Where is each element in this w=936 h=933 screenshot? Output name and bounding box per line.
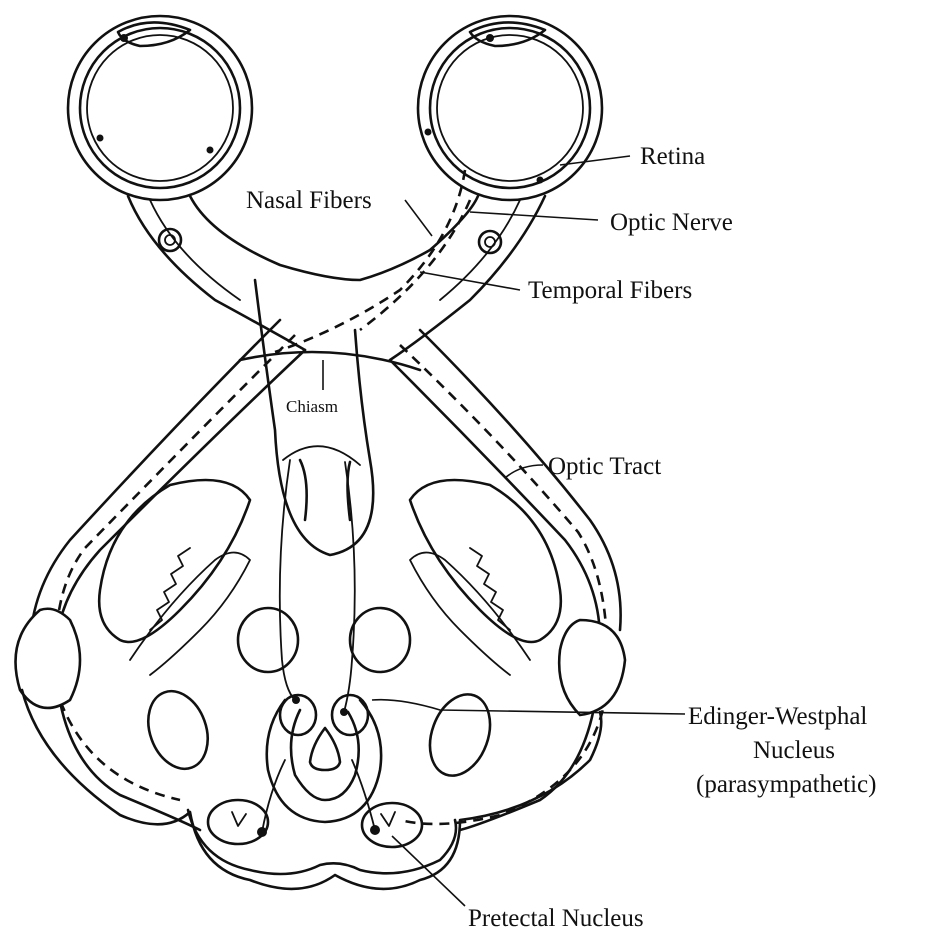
brainstem xyxy=(16,280,626,889)
temporal-fibers-label: Temporal Fibers xyxy=(528,277,692,304)
nasal-fibers-label: Nasal Fibers xyxy=(246,187,372,214)
left-eye xyxy=(68,16,252,200)
leader-lines xyxy=(323,156,685,906)
chiasm-label: Chiasm xyxy=(286,397,338,416)
temporal-fibers-leader xyxy=(420,272,520,290)
internal-structures xyxy=(99,480,561,784)
optic-tracts xyxy=(30,320,621,824)
edinger-westphal-label-line1: Edinger-Westphal xyxy=(688,703,867,730)
right-eye xyxy=(418,16,602,200)
edinger-westphal-label-line3: (parasympathetic) xyxy=(696,771,876,798)
retina-label: Retina xyxy=(640,143,705,170)
optic-nerve-label: Optic Nerve xyxy=(610,209,733,236)
edinger-westphal-label-line2: Nucleus xyxy=(753,737,835,764)
pretectal-nucleus-label: Pretectal Nucleus xyxy=(468,905,644,932)
edinger-westphal-leader xyxy=(372,700,685,714)
nasal-fibers-leader xyxy=(405,200,432,236)
optic-tract-label: Optic Tract xyxy=(548,453,661,480)
